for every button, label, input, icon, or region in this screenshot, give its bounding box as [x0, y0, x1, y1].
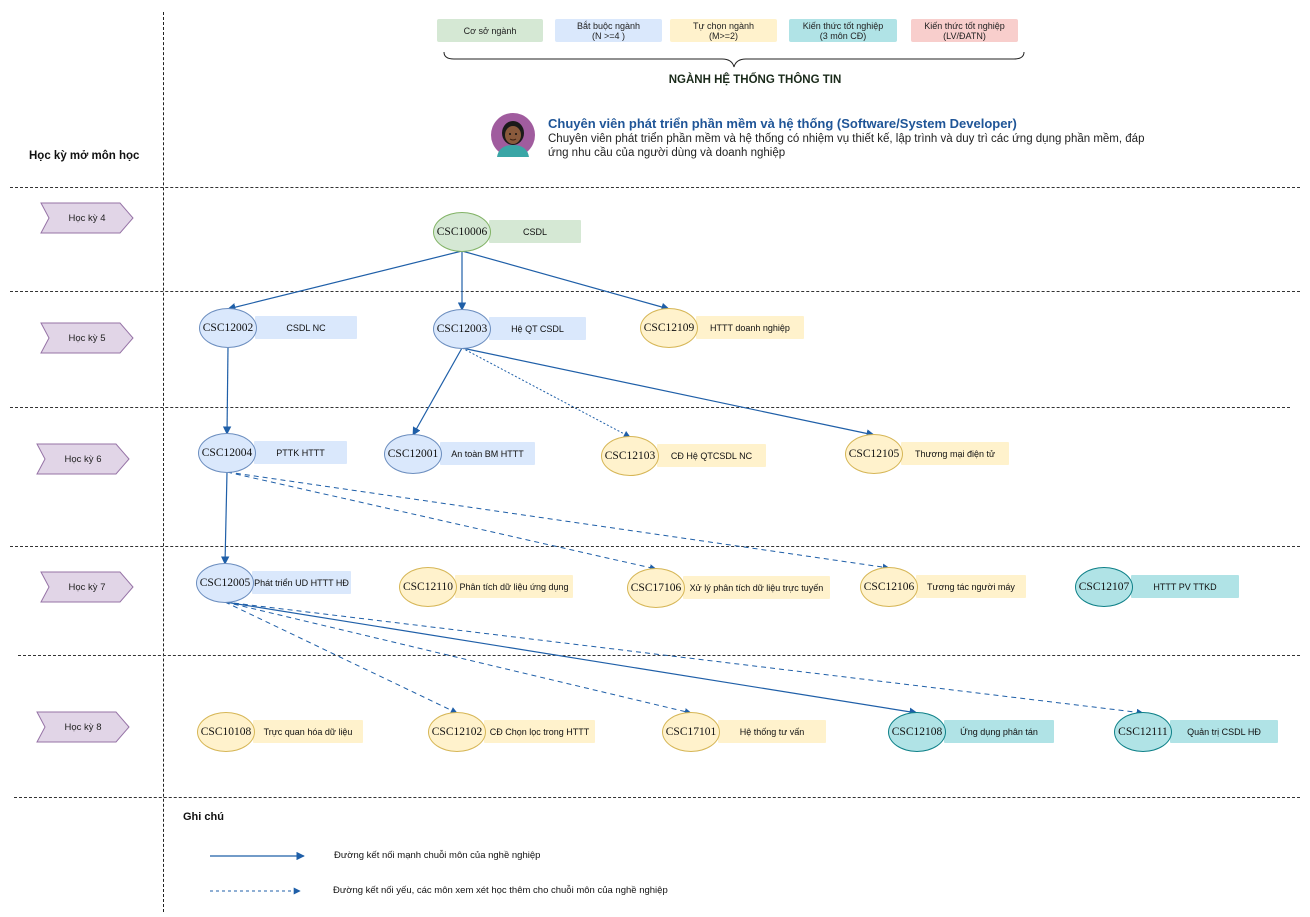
course-code: CSC12005 — [196, 563, 254, 603]
course-name: HTTT PV TTKD — [1131, 575, 1239, 598]
course-code: CSC17101 — [662, 712, 720, 752]
weak-edge-csc12005-csc12102 — [224, 601, 458, 714]
course-code: CSC12106 — [860, 567, 918, 607]
semester-column-title: Học kỳ mở môn học — [29, 150, 140, 162]
developer-avatar-icon — [491, 113, 535, 157]
weak-edge-csc12003-csc12103 — [461, 347, 631, 438]
course-name: CSDL — [489, 220, 581, 243]
course-name: Tương tác người máy — [916, 575, 1026, 598]
strong-edge-note: Đường kết nối mạnh chuỗi môn của nghề ng… — [334, 850, 541, 861]
course-code: CSC10108 — [197, 712, 255, 752]
course-name: Hệ QT CSDL — [489, 317, 586, 340]
semester-separator — [10, 291, 1300, 292]
career-description: Chuyên viên phát triển phần mềm và hệ th… — [548, 133, 1145, 159]
legend-brace — [443, 51, 1025, 68]
legend-kien-thuc-tot-nghiep-cd: Kiến thức tốt nghiệp (3 môn CĐ) — [789, 19, 897, 42]
course-name: Hệ thống tư vấn — [718, 720, 826, 743]
semester-label: Học kỳ 5 — [68, 332, 106, 344]
weak-edge-csc12005-csc12111 — [224, 601, 1144, 716]
semester-5-badge: Học kỳ 5 — [40, 322, 134, 354]
course-name: Quản trị CSDL HĐ — [1170, 720, 1278, 743]
course-name: CĐ Chọn lọc trong HTTT — [484, 720, 595, 743]
course-code: CSC12001 — [384, 434, 442, 474]
course-code: CSC12107 — [1075, 567, 1133, 607]
course-code: CSC12105 — [845, 434, 903, 474]
legend-tu-chon-nganh: Tự chọn ngành (M>=2) — [670, 19, 777, 42]
semester-separator — [10, 187, 1300, 188]
course-name: Trực quan hóa dữ liệu — [253, 720, 363, 743]
semester-column-divider — [163, 12, 164, 912]
semester-6-badge: Học kỳ 6 — [36, 443, 130, 475]
semester-label: Học kỳ 8 — [64, 721, 102, 733]
legend-label: Kiến thức tốt nghiệp (3 môn CĐ) — [802, 20, 884, 41]
legend-label: Kiến thức tốt nghiệp (LV/ĐATN) — [924, 20, 1005, 41]
course-code: CSC12002 — [199, 308, 257, 348]
strong-edge-csc12003-csc12105 — [461, 347, 875, 438]
course-name: PTTK HTTT — [254, 441, 347, 464]
major-title: NGÀNH HỆ THỐNG THÔNG TIN — [668, 74, 842, 86]
legend-label: Tự chọn ngành (M>=2) — [692, 20, 755, 41]
course-code: CSC12108 — [888, 712, 946, 752]
legend-kien-thuc-tot-nghiep-lv: Kiến thức tốt nghiệp (LV/ĐATN) — [911, 19, 1018, 42]
career-title: Chuyên viên phát triển phần mềm và hệ th… — [548, 116, 1017, 131]
semester-separator — [10, 546, 1300, 547]
course-name: An toàn BM HTTT — [440, 442, 535, 465]
legend-co-so-nganh: Cơ sở ngành — [437, 19, 543, 42]
strong-edge-sample — [210, 851, 305, 861]
strong-edge-csc12005-csc12108 — [224, 601, 918, 716]
strong-edge-csc12002-csc12004 — [222, 346, 232, 435]
legend-label: Cơ sở ngành — [463, 25, 517, 36]
semester-separator — [10, 407, 1290, 408]
course-code: CSC12103 — [601, 436, 659, 476]
semester-separator — [18, 655, 1300, 656]
course-code: CSC10006 — [433, 212, 491, 252]
course-name: Phân tích dữ liệu ứng dụng — [455, 575, 573, 598]
course-name: CSDL NC — [255, 316, 357, 339]
semester-label: Học kỳ 4 — [68, 212, 106, 224]
course-code: CSC12003 — [433, 309, 491, 349]
course-name: HTTT doanh nghiệp — [696, 316, 804, 339]
strong-edge-csc10006-csc12109 — [461, 250, 670, 312]
course-name: Thương mại điện tử — [901, 442, 1009, 465]
weak-edge-csc12004-csc12106 — [226, 471, 890, 571]
semester-label: Học kỳ 6 — [64, 453, 102, 465]
weak-edge-note: Đường kết nối yếu, các môn xem xét học t… — [333, 885, 668, 896]
course-code: CSC12109 — [640, 308, 698, 348]
legend-label: Bắt buộc ngành (N >=4 ) — [576, 20, 641, 41]
strong-edge-csc12004-csc12005 — [220, 471, 230, 565]
course-code: CSC12004 — [198, 433, 256, 473]
semester-separator — [14, 797, 1300, 798]
weak-edge-csc12004-csc17106 — [226, 471, 657, 572]
course-code: CSC12111 — [1114, 712, 1172, 752]
notes-title: Ghi chú — [183, 811, 224, 823]
legend-bat-buoc-nganh: Bắt buộc ngành (N >=4 ) — [555, 19, 662, 42]
course-name: Phát triển UD HTTT HĐ — [252, 571, 351, 594]
semester-8-badge: Học kỳ 8 — [36, 711, 130, 743]
semester-label: Học kỳ 7 — [68, 581, 106, 593]
strong-edge-csc12003-csc12001 — [412, 347, 463, 436]
course-name: Xử lý phân tích dữ liệu trực tuyến — [683, 576, 830, 599]
course-code: CSC12110 — [399, 567, 457, 607]
course-name: CĐ Hệ QTCSDL NC — [657, 444, 766, 467]
course-code: CSC12102 — [428, 712, 486, 752]
weak-edge-sample — [210, 887, 301, 895]
weak-edge-csc12005-csc17101 — [224, 601, 692, 715]
course-name: Ứng dụng phân tán — [944, 720, 1054, 743]
semester-7-badge: Học kỳ 7 — [40, 571, 134, 603]
strong-edge-csc10006-csc12002 — [227, 250, 463, 312]
semester-4-badge: Học kỳ 4 — [40, 202, 134, 234]
course-code: CSC17106 — [627, 568, 685, 608]
